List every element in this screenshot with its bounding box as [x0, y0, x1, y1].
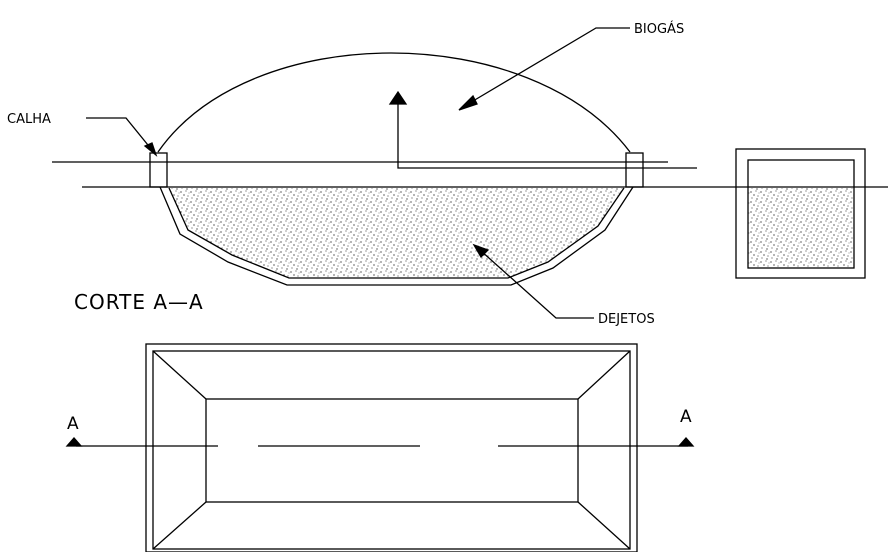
- corte-label: CORTE A—A: [74, 290, 204, 314]
- cross-section-view: [52, 27, 888, 319]
- side-detail: [735, 148, 866, 279]
- dejetos-label: DEJETOS: [598, 312, 655, 327]
- section-marker-right: [677, 437, 695, 447]
- gas-outlet-arrowhead: [388, 90, 408, 105]
- side-detail-inner: [747, 159, 855, 269]
- plan-outer-frame: [145, 343, 638, 552]
- plan-outer-wall: [152, 350, 631, 550]
- calha-label: CALHA: [7, 112, 51, 127]
- pit-inner-outline: [168, 187, 625, 279]
- gas-outlet-pipe: [397, 104, 697, 169]
- calha-left: [149, 152, 168, 188]
- biogas-leader-arrow: [458, 94, 478, 111]
- biogas-label: BIOGÁS: [634, 21, 684, 37]
- side-detail-outer: [735, 148, 866, 279]
- plan-inner-bottom: [205, 398, 579, 503]
- dejetos-leader: [479, 249, 594, 319]
- calha-leader: [86, 117, 153, 151]
- dejetos-fill: [169, 188, 624, 278]
- plan-slope-tr: [577, 350, 631, 400]
- calha-right: [625, 152, 644, 188]
- biogas-leader: [467, 27, 630, 105]
- side-detail-inner-fill: [748, 188, 854, 268]
- plan-slope-br: [577, 501, 631, 550]
- section-label-left: A: [67, 414, 79, 434]
- section-marker-left: [65, 437, 83, 447]
- section-label-right: A: [680, 407, 692, 427]
- gas-dome: [157, 52, 631, 153]
- pit-outer-outline: [159, 186, 634, 286]
- calha-leader-arrow: [143, 142, 158, 157]
- plan-view: [65, 343, 695, 552]
- dejetos-leader-arrow: [472, 243, 490, 259]
- plan-slope-bl: [152, 501, 207, 550]
- plan-slope-tl: [152, 350, 207, 400]
